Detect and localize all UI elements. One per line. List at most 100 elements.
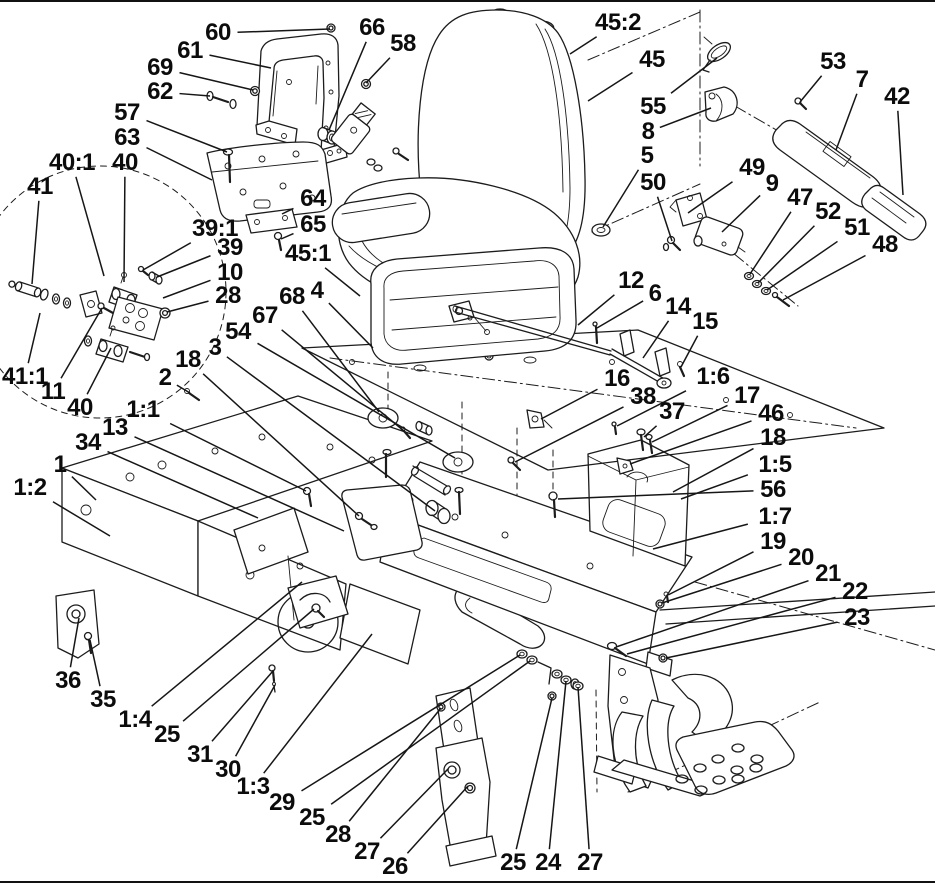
leader-callout-22 — [626, 596, 836, 655]
leader-callout-25 — [182, 608, 315, 722]
callout-1: 1 — [53, 451, 67, 478]
callout-18: 18 — [175, 346, 201, 373]
leader-callout-14 — [642, 320, 670, 359]
pin-6 — [592, 321, 599, 345]
screw-31 — [268, 664, 276, 683]
foot-platform — [675, 720, 795, 795]
callout-1-7: 1:7 — [758, 503, 792, 530]
callout-22: 22 — [842, 578, 868, 605]
leader-callout-30 — [234, 684, 276, 757]
callout-1-5: 1:5 — [758, 451, 792, 478]
leader-callout-21 — [615, 580, 809, 648]
page-border-top — [0, 0, 935, 2]
leader-callout-68 — [301, 310, 380, 413]
leader-callout-63 — [146, 146, 213, 181]
side-console — [587, 439, 690, 567]
callout-9: 9 — [765, 170, 779, 197]
latch-16 — [526, 409, 553, 429]
leader-callout-66 — [328, 41, 367, 131]
callout-27-2: 27 — [577, 849, 603, 876]
leader-callout-54 — [257, 342, 456, 459]
nut-60 — [326, 23, 336, 33]
callout-55: 55 — [640, 93, 666, 120]
callout-62: 62 — [147, 78, 173, 105]
bracket-plate-10 — [108, 296, 164, 341]
callout-1-3: 1:3 — [236, 773, 270, 800]
leader-callout-48 — [782, 254, 866, 301]
leader-callout-1 — [71, 476, 97, 501]
callout-28-2: 28 — [325, 821, 351, 848]
callout-1-2: 1:2 — [13, 474, 47, 501]
callout-50: 50 — [640, 169, 666, 196]
leader-callout-6 — [596, 300, 644, 329]
spacer-tube — [410, 465, 452, 496]
callout-15: 15 — [692, 308, 718, 335]
callout-66: 66 — [359, 14, 385, 41]
callout-36: 36 — [55, 667, 81, 694]
leader-callout-25-3 — [515, 697, 553, 850]
leader-callout-39-1 — [142, 242, 192, 271]
leader-callout-15 — [680, 335, 699, 368]
leader-callout-26 — [406, 785, 469, 854]
callout-27: 27 — [354, 838, 380, 865]
leader-callout-16 — [540, 388, 598, 420]
callout-29: 29 — [269, 789, 295, 816]
callout-6: 6 — [648, 280, 662, 307]
callout-67: 67 — [252, 302, 278, 329]
pulley-54 — [442, 451, 474, 473]
bolt-under-pulley-1 — [382, 448, 392, 479]
valve-40-lower — [83, 325, 151, 363]
callout-45: 45 — [639, 46, 665, 73]
leader-callout-67 — [281, 329, 405, 432]
callout-20: 20 — [788, 544, 814, 571]
leader-callout-45 — [587, 71, 633, 102]
leader-callout-4 — [328, 302, 374, 349]
leader-callout-1-5 — [680, 474, 749, 500]
leader-callout-28 — [166, 300, 209, 313]
leader-callout-38 — [514, 406, 624, 463]
leader-callout-55 — [670, 57, 718, 94]
leader-callout-27 — [379, 768, 449, 839]
callout-45-2: 45:2 — [594, 9, 642, 36]
leader-callout-69 — [179, 71, 254, 91]
leader-callout-8 — [659, 107, 712, 129]
callout-2: 2 — [158, 364, 172, 391]
callout-41: 41 — [27, 173, 53, 200]
callout-40: 40 — [112, 149, 138, 176]
shaft-14 — [609, 329, 672, 389]
callout-1-6: 1:6 — [696, 363, 730, 390]
callout-42: 42 — [884, 83, 910, 110]
leader-callout-37 — [643, 425, 658, 438]
callout-51: 51 — [844, 214, 870, 241]
callout-30: 30 — [215, 756, 241, 783]
callout-60: 60 — [205, 19, 231, 46]
switch-9 — [693, 216, 746, 256]
leader-callout-58 — [365, 57, 391, 84]
leader-callout-1-2 — [52, 501, 111, 537]
footrest-assembly — [570, 651, 795, 797]
callout-54: 54 — [225, 318, 251, 345]
leader-callout-52 — [757, 225, 815, 284]
bolt-50 — [662, 235, 682, 252]
callout-47: 47 — [787, 184, 813, 211]
leader-callout-51 — [766, 240, 838, 291]
page-border-bottom — [0, 881, 935, 883]
plate-63 — [206, 141, 333, 222]
leader-callout-1-3 — [263, 633, 373, 774]
callout-48: 48 — [872, 231, 898, 258]
callout-34: 34 — [75, 429, 101, 456]
leader-callout-62 — [179, 92, 211, 97]
callout-5: 5 — [640, 142, 654, 169]
console-panel-1-7 — [602, 499, 666, 547]
leader-callout-64 — [281, 207, 294, 215]
leader-callout-34 — [107, 450, 259, 519]
leader-callout-46 — [629, 420, 752, 465]
callout-63: 63 — [114, 124, 140, 151]
callout-39: 39 — [217, 234, 243, 261]
pivot-bracket — [435, 687, 497, 867]
bolt-17 — [645, 433, 654, 455]
callout-31: 31 — [187, 741, 213, 768]
bolt-37 — [636, 428, 646, 452]
leader-callout-35 — [89, 639, 101, 687]
